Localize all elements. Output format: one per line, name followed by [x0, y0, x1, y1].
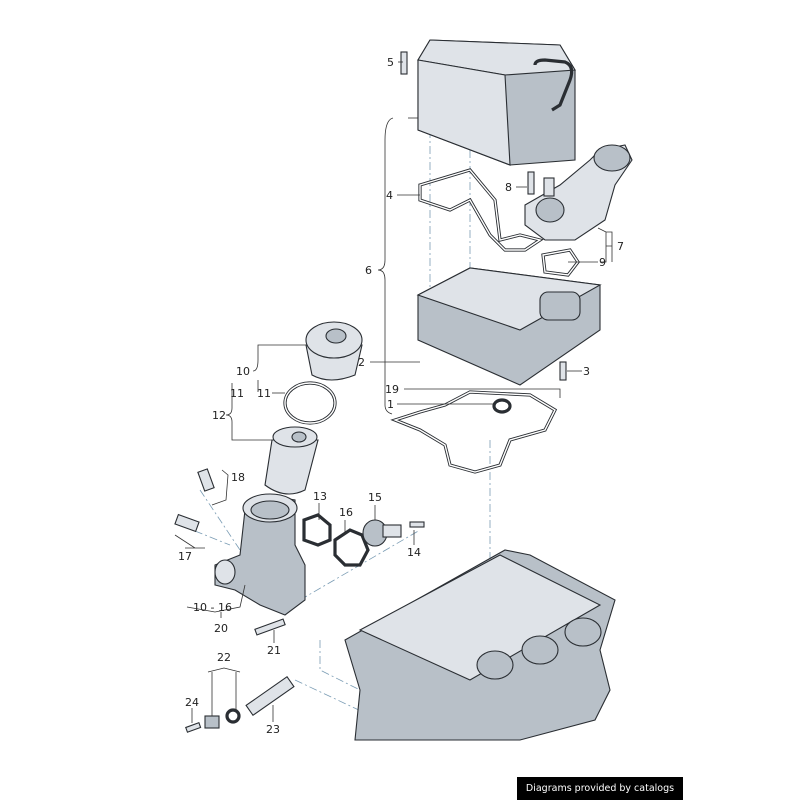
callout-16: 16 [339, 506, 353, 519]
callout-21: 21 [267, 644, 281, 657]
leader-lines [174, 61, 613, 723]
mounting-plate [416, 267, 602, 386]
bolt-5 [400, 51, 408, 75]
bolt-24 [185, 722, 202, 733]
bolt-8 [527, 171, 535, 195]
gasket-13 [302, 513, 332, 547]
valve-23 [245, 675, 295, 717]
callout-10: 10 [236, 365, 250, 378]
callout-18: 18 [231, 471, 245, 484]
engine-block [344, 549, 616, 741]
callout-2: 2 [358, 356, 365, 369]
callout-3: 3 [583, 365, 590, 378]
callout-24: 24 [185, 696, 199, 709]
callout-1: 1 [387, 398, 394, 411]
seal-1 [492, 398, 512, 414]
callout-8: 8 [505, 181, 512, 194]
o-ring-22 [225, 708, 241, 724]
oil-cooler [400, 39, 576, 166]
sensor-17 [174, 513, 200, 533]
callout-14: 14 [407, 546, 421, 559]
callout-12: 12 [212, 409, 226, 422]
coolant-flange [524, 144, 633, 241]
bolt-21 [254, 618, 286, 636]
credit-badge: Diagrams provided by catalogs parts [517, 777, 683, 800]
callout-9: 9 [599, 256, 606, 269]
oil-filter-element [264, 426, 319, 495]
callout-22: 22 [217, 651, 231, 664]
plug-22 [204, 715, 220, 729]
callout-labels: 5 4 8 6 7 9 2 3 19 1 10 11 11 12 18 13 1… [178, 56, 624, 736]
gasket-16 [333, 528, 370, 567]
callout-15: 15 [368, 491, 382, 504]
callout-11-group: 11 [230, 387, 244, 400]
oil-filter-housing [214, 493, 306, 616]
callout-10-16: 10 - 16 [193, 601, 232, 614]
callout-4: 4 [386, 189, 393, 202]
callout-19: 19 [385, 383, 399, 396]
callout-13: 13 [313, 490, 327, 503]
oil-filter-cap [305, 321, 363, 381]
bolt-3 [559, 361, 567, 381]
callout-23: 23 [266, 723, 280, 736]
callout-6: 6 [365, 264, 372, 277]
callout-7: 7 [617, 240, 624, 253]
callout-17: 17 [178, 550, 192, 563]
bolt-14 [409, 521, 425, 528]
callout-11: 11 [257, 387, 271, 400]
sensor-18 [197, 468, 215, 492]
callout-20: 20 [214, 622, 228, 635]
callout-5: 5 [387, 56, 394, 69]
